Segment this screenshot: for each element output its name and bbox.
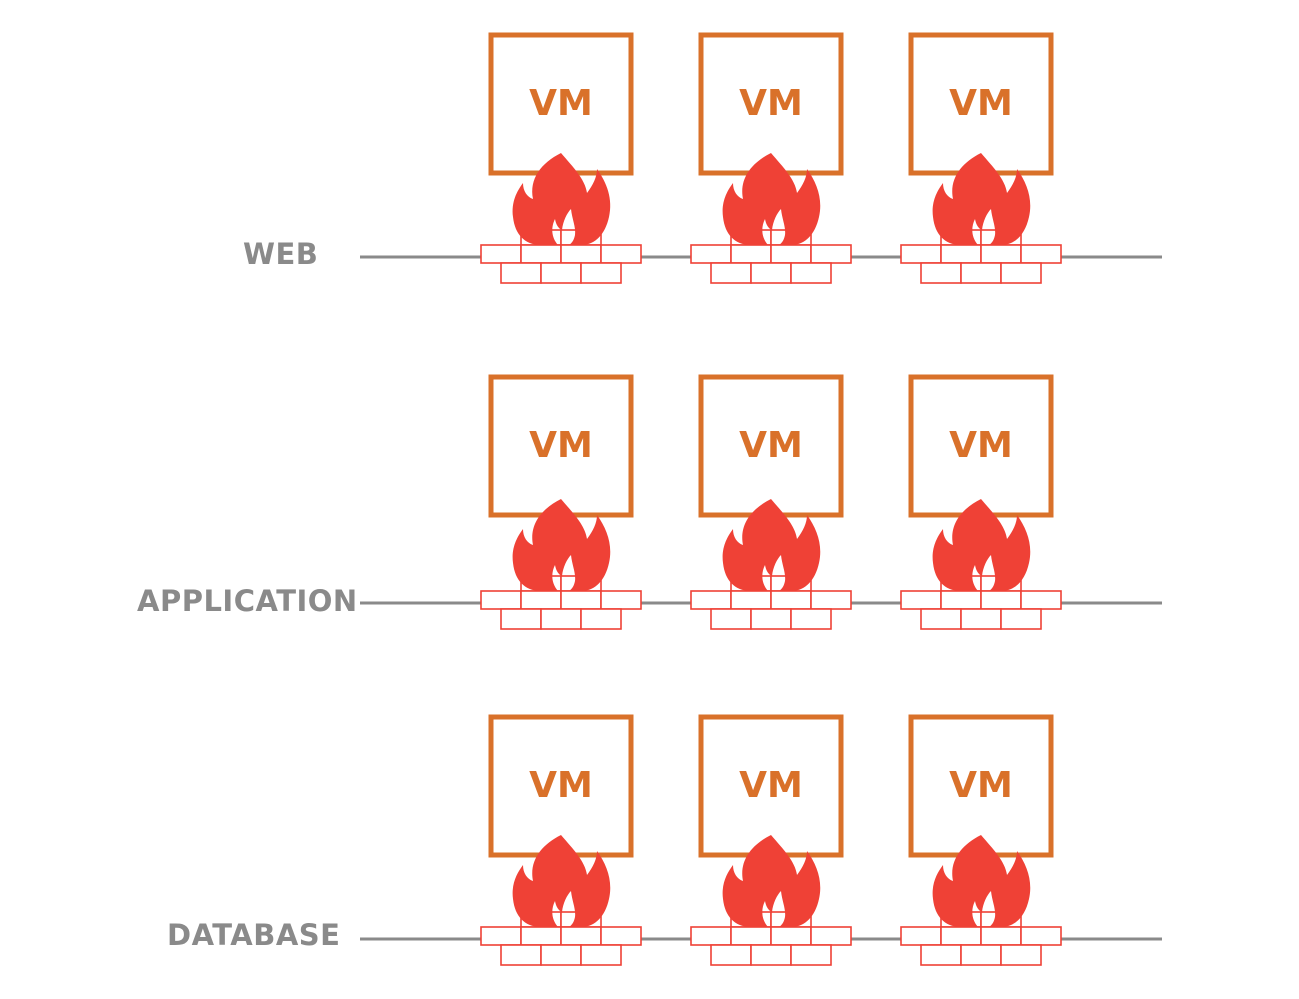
vm-box <box>488 714 634 858</box>
firewall-bricks <box>480 575 642 630</box>
vm-label: VM <box>529 83 593 124</box>
firewall-bricks <box>900 575 1062 630</box>
vm-node: VM <box>690 32 852 284</box>
firewall-bricks <box>690 911 852 966</box>
tier-label-web: WEB <box>243 237 319 271</box>
vm-node: VM <box>900 714 1062 966</box>
vm-node: VM <box>480 374 642 630</box>
vm-node: VM <box>900 374 1062 630</box>
firewall-icon <box>690 499 852 630</box>
firewall-bricks <box>690 229 852 284</box>
vm-label: VM <box>949 425 1013 466</box>
vm-box <box>908 714 1054 858</box>
tier-label-database: DATABASE <box>167 918 341 952</box>
vm-box <box>698 714 844 858</box>
firewall-bricks <box>900 229 1062 284</box>
vm-label: VM <box>529 425 593 466</box>
vm-label: VM <box>739 425 803 466</box>
tier-database: VM VM VM <box>360 714 1162 966</box>
vm-node: VM <box>480 714 642 966</box>
firewall-bricks <box>480 229 642 284</box>
vm-node: VM <box>480 32 642 284</box>
vm-label: VM <box>529 765 593 806</box>
tier-web: VM VM VM <box>360 32 1162 284</box>
vm-box <box>908 374 1054 518</box>
vm-box <box>698 32 844 176</box>
vm-label: VM <box>739 83 803 124</box>
tier-application: VM VM VM <box>360 374 1162 630</box>
vm-node: VM <box>690 714 852 966</box>
firewall-icon <box>900 499 1062 630</box>
vm-label: VM <box>739 765 803 806</box>
vm-node: VM <box>900 32 1062 284</box>
firewall-bricks <box>900 911 1062 966</box>
vm-box <box>488 374 634 518</box>
firewall-icon <box>480 499 642 630</box>
firewall-bricks <box>690 575 852 630</box>
vm-box <box>698 374 844 518</box>
vm-label: VM <box>949 765 1013 806</box>
vm-node: VM <box>690 374 852 630</box>
vm-label: VM <box>949 83 1013 124</box>
tier-label-application: APPLICATION <box>137 584 358 618</box>
firewall-bricks <box>480 911 642 966</box>
